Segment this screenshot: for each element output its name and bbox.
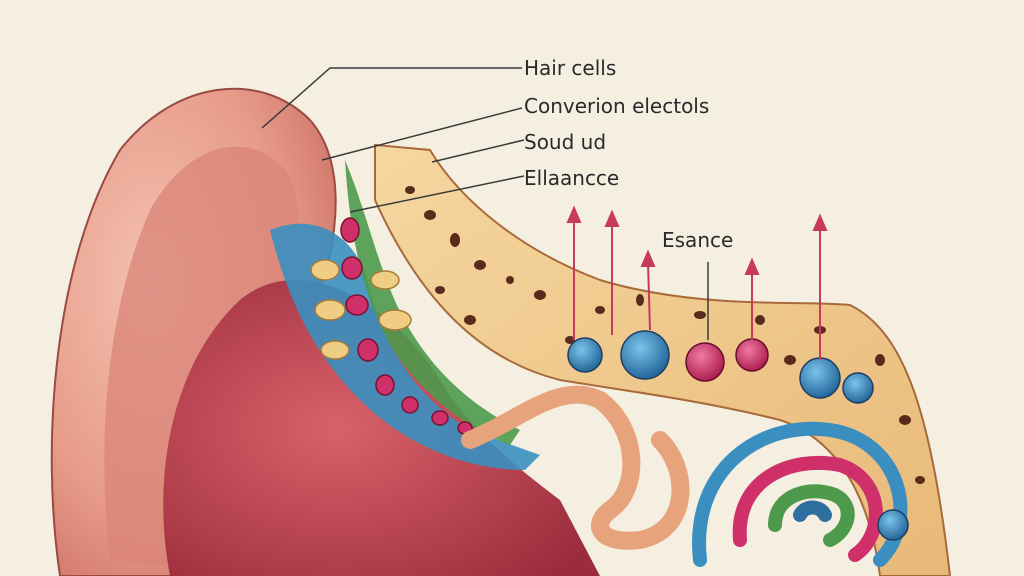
ossicle-chain bbox=[340, 217, 473, 435]
ear-canal bbox=[163, 279, 601, 576]
cochlea bbox=[692, 421, 908, 567]
leader-lines bbox=[261, 67, 709, 340]
label-esance: Esance bbox=[662, 228, 734, 252]
blue-nodes bbox=[567, 330, 909, 541]
bone-nodules bbox=[310, 259, 412, 360]
label-hair-cells: Hair cells bbox=[524, 56, 617, 80]
upward-arrows bbox=[566, 205, 828, 360]
label-ellaance: Ellaancce bbox=[524, 166, 620, 190]
blue-membrane bbox=[270, 223, 540, 470]
green-membrane bbox=[345, 160, 520, 445]
pathway-tube bbox=[461, 385, 690, 550]
label-sound: Soud ud bbox=[524, 130, 607, 154]
label-conversion: Converion electols bbox=[524, 94, 710, 118]
bone-pores bbox=[405, 186, 925, 484]
pink-nodes bbox=[685, 338, 769, 382]
